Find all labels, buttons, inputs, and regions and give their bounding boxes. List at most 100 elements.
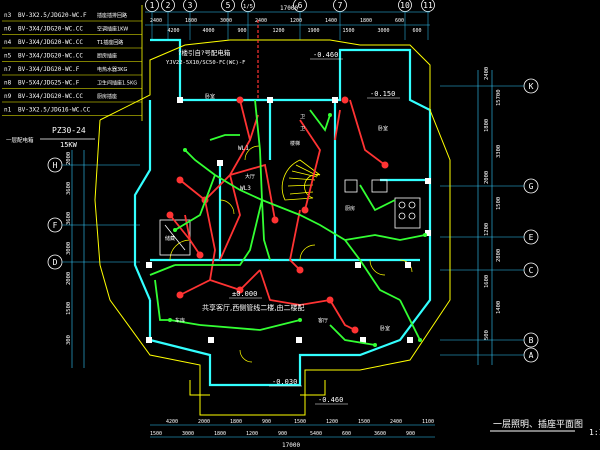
dim-top: 1800 [360, 18, 372, 24]
legend-circuit-id: n8 [4, 80, 12, 87]
dim-bottom: 1200 [246, 431, 258, 437]
legend-cable: BV-3X4/JDG20-WC.F [18, 66, 80, 73]
dim-left: 3000 [66, 242, 72, 255]
wl3-label: WL3 [240, 185, 251, 192]
switch-markers [168, 113, 427, 347]
dim-top: 1800 [185, 18, 197, 24]
dim-bottom: 900 [406, 431, 415, 437]
legend-circuit-id: n4 [4, 39, 12, 46]
center-note: 共享客厅,西侧管线二楼,由二楼配 [202, 303, 304, 312]
legend-circuit-id: n3 [4, 12, 12, 19]
room-label: 储藏 [165, 235, 175, 242]
dim-left: 3600 [66, 212, 72, 225]
legend-note: 空调插座1KW [97, 26, 128, 33]
room-label: 厨房 [345, 205, 355, 212]
elevation-value: -0.150 [370, 90, 395, 98]
room-label: 楼梯 [290, 140, 300, 147]
grid-axis-label: C [529, 266, 534, 275]
grid-axis-bubble [241, 0, 255, 12]
dim-bottom: 3000 [182, 431, 194, 437]
legend-cable: BV-3X4/JDG20-WC.CC [18, 39, 83, 46]
grid-axes-left: HFD [47, 157, 140, 270]
dimension-texts: 2400420018004000300090024001200120019001… [66, 18, 502, 437]
legend-note: 厨房插座 [97, 93, 117, 100]
grid-axis-label: F [53, 221, 58, 230]
dim-bottom: 1500 [150, 431, 162, 437]
grid-axis-label: 10 [400, 1, 410, 10]
room-label: 卧室 [205, 93, 215, 100]
grid-axis-bubble [145, 0, 159, 12]
dim-bottom: 1200 [326, 419, 338, 425]
dim-right: 15700 [496, 89, 502, 106]
grid-axis-label: 6 [298, 1, 303, 10]
dim-top: 600 [413, 28, 422, 34]
elevation-value: ±0.000 [232, 290, 257, 298]
room-label: 大厅 [245, 173, 255, 180]
feeder-cable: YJV22-5X10/SC50-FC(WC)-F [166, 60, 245, 66]
dim-right: 1200 [484, 223, 490, 236]
grid-axis-bubble [221, 0, 235, 12]
walls [133, 38, 432, 387]
room-label: 卧室 [378, 125, 388, 132]
dim-left: 3600 [66, 182, 72, 195]
grid-axis-label: H [53, 161, 58, 170]
grid-axis-bubble [421, 0, 435, 12]
lighting-circuits [169, 99, 386, 331]
legend-cable: BV-5X4/JDG25-WC.F [18, 80, 80, 87]
dim-top: 900 [238, 28, 247, 34]
dim-left: 2000 [66, 152, 72, 165]
fixtures [159, 179, 421, 256]
room-label: 客厅 [318, 317, 328, 324]
dim-right: 1600 [484, 275, 490, 288]
elevation-value: -0.460 [318, 396, 343, 404]
dim-bottom: 1800 [230, 419, 242, 425]
grid-axis-label: 1 [150, 1, 155, 10]
legend-note: 插座插排回路 [97, 12, 127, 19]
legend-cable: BV-3X2.5/JDG16-WC.CC [18, 107, 91, 114]
dim-top: 4200 [168, 28, 180, 34]
dim-top: 2400 [255, 18, 267, 24]
drawing-scale: 1:1 [589, 428, 600, 437]
dim-top-total: 17000 [280, 5, 298, 12]
dim-left: 300 [66, 335, 72, 345]
dim-top: 1400 [325, 18, 337, 24]
dim-bottom: 600 [342, 431, 351, 437]
grid-axis-bubble [161, 0, 175, 12]
legend-cable: BV-3X4/JDG20-WC.CC [18, 53, 83, 60]
grid-axis-bubble [398, 0, 412, 12]
dim-right: 500 [484, 330, 490, 340]
grid-axis-label: 2 [166, 1, 171, 10]
dim-right: 1800 [484, 119, 490, 132]
grid-axis-label: A [529, 351, 534, 360]
legend-cable: BV-3X4/JDG20-WC.CC [18, 26, 83, 33]
dim-top: 1500 [343, 28, 355, 34]
dim-top: 1200 [273, 28, 285, 34]
grid-axis-label: E [529, 233, 534, 242]
dim-top: 4000 [203, 28, 215, 34]
grid-axis-bubble [183, 0, 197, 12]
legend-circuit-id: n6 [4, 26, 12, 33]
dim-right: 3300 [496, 145, 502, 158]
dim-top: 1200 [290, 18, 302, 24]
grid-axis-bubble [333, 0, 347, 12]
dim-bottom: 1100 [422, 419, 434, 425]
grid-axis-label: B [529, 336, 534, 345]
legend-note: 厨房插座 [97, 53, 117, 60]
dim-right: 2000 [484, 171, 490, 184]
elevation-value: -0.030 [272, 378, 297, 386]
room-label: 卧室 [380, 325, 390, 332]
grid-axis-label: 11 [423, 1, 433, 10]
legend-circuit-id: n1 [4, 107, 12, 114]
dim-left: 1500 [66, 302, 72, 315]
legend-note: 卫生间插座1.5KG [97, 80, 137, 87]
dim-right: 2800 [496, 249, 502, 262]
grid-axis-label: G [529, 182, 534, 191]
wall-columns [146, 97, 431, 343]
legend-note: T1插座回路 [96, 39, 123, 46]
legend-cable: BV-3X4/JDG20-WC.CC [18, 93, 83, 100]
dim-top: 600 [395, 18, 404, 24]
exterior-outline [94, 39, 451, 416]
